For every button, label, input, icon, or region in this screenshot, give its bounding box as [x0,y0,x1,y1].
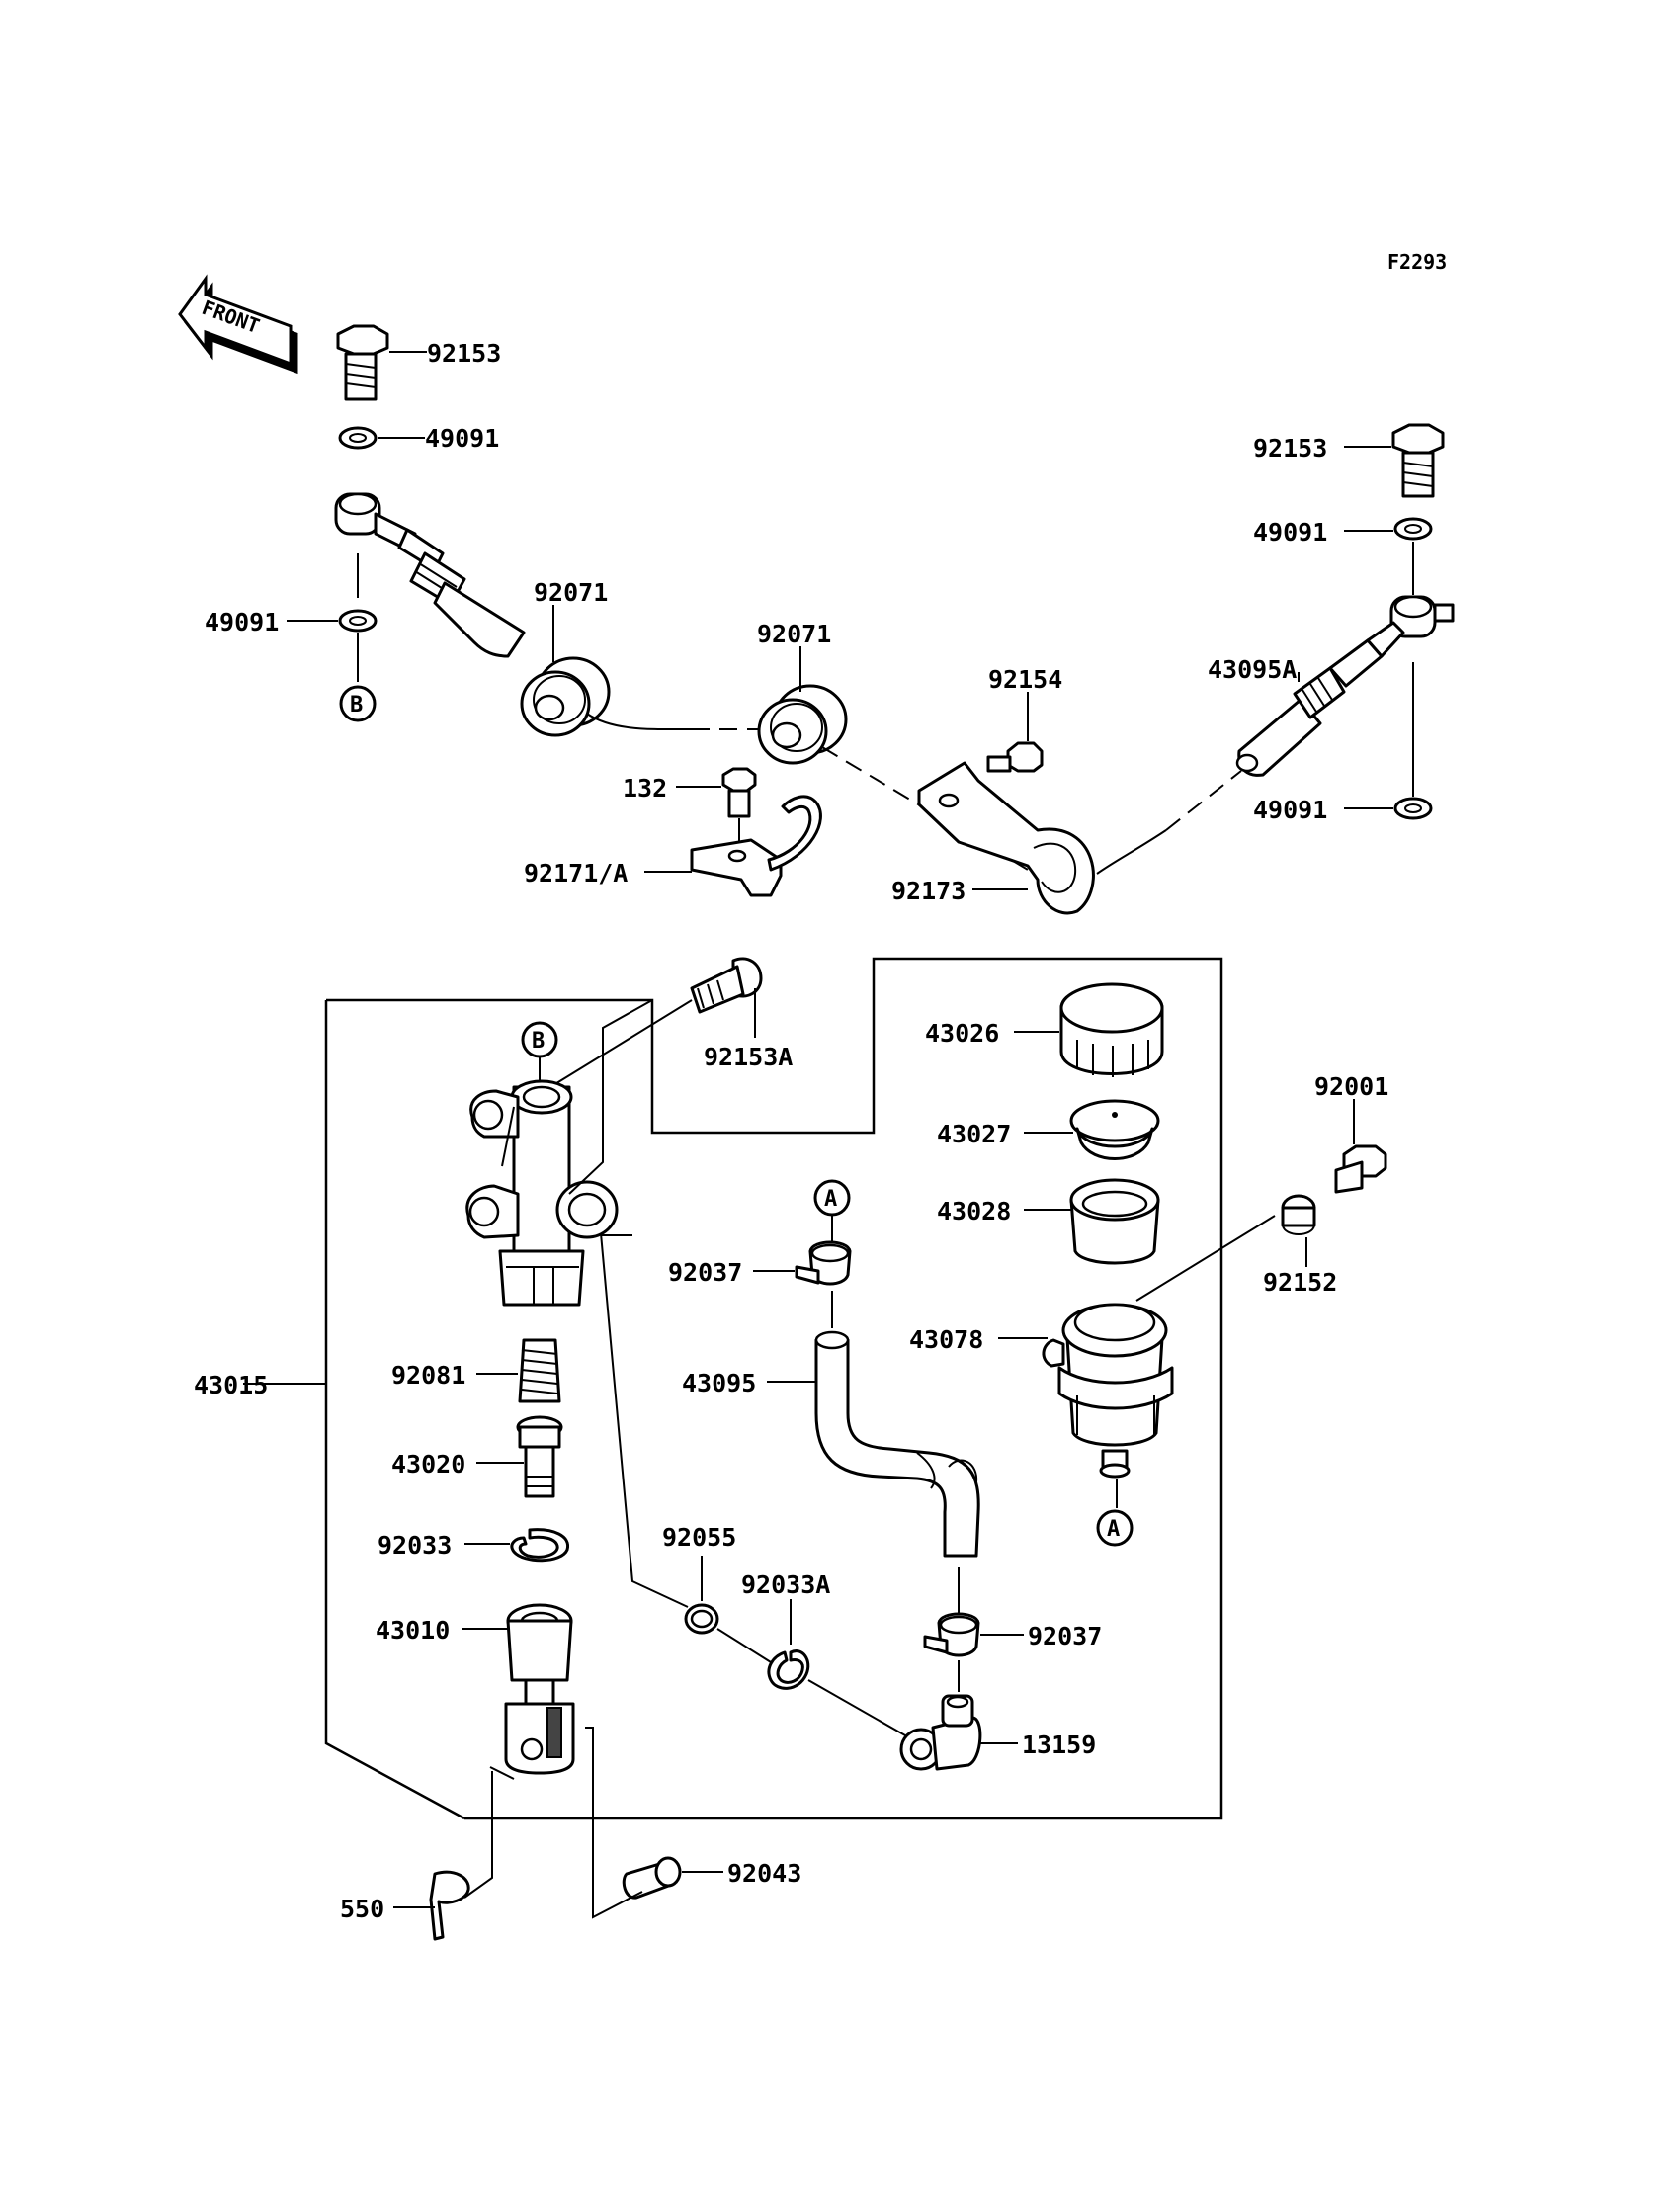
ref-mark-a-lower [1096,1509,1134,1547]
label-92081: 92081 [391,1361,465,1390]
ref-mark-a-lower-label: A [1107,1517,1120,1542]
plate-43027 [1069,1099,1160,1160]
label-43028: 43028 [937,1197,1011,1225]
label-92154: 92154 [988,665,1062,694]
label-43020: 43020 [391,1450,465,1479]
circlip-92033A [767,1649,810,1690]
label-43095: 43095 [682,1369,756,1397]
spring-92081 [518,1338,561,1403]
washer-49091-upper-left [338,426,378,450]
ref-mark-b-lower-label: B [532,1029,545,1054]
diaphragm-43028 [1069,1178,1160,1265]
label-92037-upper: 92037 [668,1258,742,1287]
clamp-92171 [690,795,822,897]
label-43078: 43078 [909,1325,983,1354]
cap-43026 [1059,982,1164,1077]
label-92037-lower: 92037 [1028,1622,1102,1650]
figure-code: F2293 [1387,250,1447,274]
washer-49091-upper-right [1393,517,1433,541]
screw-92001 [1334,1144,1387,1194]
ref-mark-b-upper-label: B [350,693,363,718]
label-92001: 92001 [1314,1072,1388,1101]
collar-92152 [1281,1194,1316,1235]
hose-43095A [1235,595,1455,777]
label-49091-lower-left: 49091 [205,608,279,636]
clamp-92037-lower [923,1612,980,1657]
label-550: 550 [340,1895,384,1923]
grommet-92071-left [520,656,611,737]
label-49091-upper-right: 49091 [1253,518,1327,547]
bolt-92154 [986,741,1044,773]
circlip-92033 [510,1528,569,1563]
label-92173: 92173 [891,877,966,905]
banjo-fitting-left [334,492,526,658]
label-43010: 43010 [376,1616,450,1645]
piston-43020 [516,1415,563,1498]
bolt-92153-right [1391,423,1445,498]
cotter-pin-550 [429,1870,470,1941]
washer-49091-lower-right [1393,797,1433,820]
label-92152: 92152 [1263,1268,1337,1297]
clamp-92173 [917,761,1095,915]
label-43095A: 43095A [1208,655,1297,684]
label-43027: 43027 [937,1120,1011,1148]
label-92071-left: 92071 [534,578,608,607]
label-43015: 43015 [194,1371,268,1399]
label-92055: 92055 [662,1523,736,1552]
label-92033: 92033 [378,1531,452,1560]
label-92043: 92043 [727,1859,801,1888]
label-49091-lower-right: 49091 [1253,796,1327,824]
ref-mark-a-upper-label: A [824,1187,837,1212]
grommet-92071-mid [757,684,848,765]
bolt-132 [721,767,757,818]
fitting-13159 [899,1694,982,1771]
front-arrow-icon: FRONT [178,274,298,375]
label-92153A: 92153A [704,1043,793,1071]
hose-43095 [814,1330,980,1558]
label-132: 132 [623,774,667,803]
pin-92043 [622,1856,682,1900]
reservoir-43078 [1042,1303,1174,1479]
bolt-92153A [690,957,763,1014]
label-92033A: 92033A [741,1570,830,1599]
clamp-92037-upper [795,1240,852,1286]
label-92153-left: 92153 [427,339,501,368]
bolt-92153-left [336,324,389,401]
ref-mark-b-lower [521,1021,558,1058]
ref-mark-a-upper [813,1179,851,1217]
pushrod-43010 [504,1603,575,1775]
master-cylinder-body [465,999,653,1307]
ref-mark-b-upper [339,685,377,722]
label-92171: 92171/A [524,859,628,887]
label-49091-upper-left: 49091 [425,424,499,453]
label-92071-mid: 92071 [757,620,831,648]
label-92153-right: 92153 [1253,434,1327,463]
label-43026: 43026 [925,1019,999,1048]
label-13159: 13159 [1022,1731,1096,1759]
assembly-bracket [326,957,1223,1820]
washer-49091-lower-left [338,609,378,633]
